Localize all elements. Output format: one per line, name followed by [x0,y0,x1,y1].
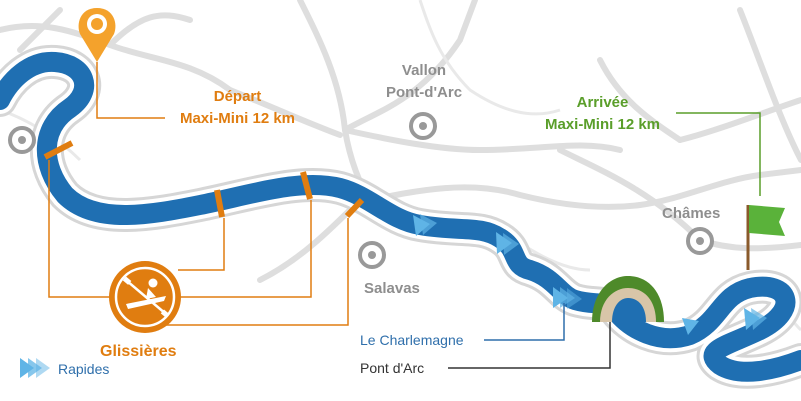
glissiere-markers [43,140,365,219]
finish-label: Arrivée Maxi-Mini 12 km [530,92,675,136]
finish-distance: Maxi-Mini 12 km [544,116,661,133]
town-marker-icon [8,112,714,269]
town-vallon-line2: Pont-d'Arc [385,84,463,101]
charlemagne-leader-line [484,303,565,341]
rapids-icon [413,214,767,335]
finish-flag-icon [746,205,785,270]
pontarc-leader-line [448,322,611,369]
road-network [0,0,801,283]
kayak-icon [109,261,181,333]
town-salavas-label: Salavas [364,280,420,297]
glissiere-leader-lines [48,160,349,326]
town-chames-label: Châmes [662,205,721,222]
charlemagne-label: Le Charlemagne [360,332,464,348]
glissieres-label: Glissières [100,343,177,360]
finish-leader-line [676,112,761,196]
finish-title: Arrivée [576,94,629,111]
arch-icon [592,276,664,322]
town-vallon-line1: Vallon [401,62,447,79]
start-distance: Maxi-Mini 12 km [179,110,296,127]
legend-rapides-label: Rapides [58,361,110,377]
start-title: Départ [213,88,262,105]
map-pin-icon [78,8,116,62]
town-vallon-label: Vallon Pont-d'Arc [372,60,476,104]
start-label: Départ Maxi-Mini 12 km [165,86,310,130]
start-leader-line [96,62,165,119]
legend-rapids-icon [20,358,50,378]
pontarc-label: Pont d'Arc [360,360,425,376]
